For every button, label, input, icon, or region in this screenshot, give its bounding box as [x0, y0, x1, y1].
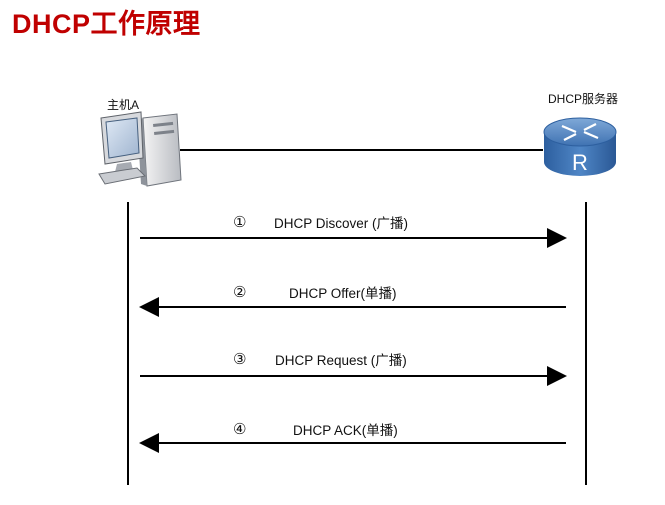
page-title: DHCP工作原理	[12, 9, 201, 39]
network-link-line	[180, 149, 543, 151]
router-glyph: R	[572, 150, 588, 175]
step-number-4: ④	[233, 420, 247, 438]
message-ack: DHCP ACK(单播)	[293, 423, 398, 438]
message-request: DHCP Request (广播)	[275, 353, 407, 368]
server-lifeline	[585, 202, 587, 485]
host-a-label: 主机A	[107, 98, 140, 112]
step-number-3: ③	[233, 350, 247, 368]
dhcp-server-label: DHCP服务器	[548, 92, 619, 106]
message-discover: DHCP Discover (广播)	[274, 216, 409, 231]
message-offer: DHCP Offer(单播)	[289, 286, 397, 301]
router-icon: R	[543, 117, 617, 176]
step-number-1: ①	[233, 213, 247, 231]
computer-icon	[98, 111, 182, 187]
step-number-2: ②	[233, 283, 247, 301]
host-lifeline	[127, 202, 129, 485]
